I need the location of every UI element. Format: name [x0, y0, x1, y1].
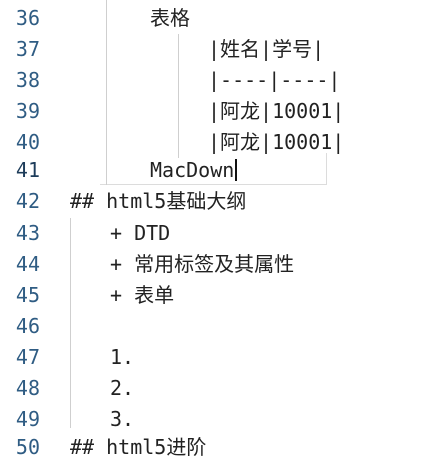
ordered-item-line: 2.: [110, 376, 135, 400]
code-line: |阿龙|10001|: [208, 130, 345, 154]
line-number: 37: [15, 37, 40, 61]
indent-guide: [178, 34, 179, 158]
list-item-line: + DTD: [110, 221, 171, 245]
line-number: 36: [15, 6, 40, 30]
code-line: |阿龙|10001|: [208, 99, 345, 123]
code-line: 表格: [150, 6, 190, 30]
line-number: 50: [15, 435, 40, 459]
ordered-item-line: 3.: [110, 407, 135, 431]
line-number: 43: [15, 221, 40, 245]
line-number: 44: [15, 252, 40, 276]
list-item-line: + 常用标签及其属性: [110, 252, 295, 276]
ordered-item-line: 1.: [110, 345, 135, 369]
heading-line: ## html5进阶: [70, 435, 207, 459]
active-line-highlight: [100, 153, 327, 185]
indent-guide: [106, 0, 107, 185]
line-number-gutter: 36 37 38 39 40 41 42 43 44 45 46 47 48 4…: [0, 0, 52, 463]
line-number: 47: [15, 345, 40, 369]
list-item-line: + 表单: [110, 283, 175, 307]
line-number: 39: [15, 99, 40, 123]
line-number: 46: [15, 314, 40, 338]
line-number: 48: [15, 376, 40, 400]
active-code-line: MacDown: [150, 155, 238, 186]
line-number: 49: [15, 407, 40, 431]
code-line: |----|----|: [208, 68, 341, 92]
code-area[interactable]: 表格 |姓名|学号| |----|----| |阿龙|10001| |阿龙|10…: [70, 0, 429, 463]
indent-guide: [70, 218, 71, 428]
line-number: 40: [15, 130, 40, 154]
code-line: |姓名|学号|: [208, 37, 325, 61]
active-line-number: 41: [15, 158, 40, 182]
line-number: 38: [15, 68, 40, 92]
line-number: 42: [15, 189, 40, 213]
active-line-text: MacDown: [150, 158, 235, 182]
line-number: 45: [15, 283, 40, 307]
text-caret: [235, 159, 238, 181]
heading-line: ## html5基础大纲: [70, 189, 247, 213]
